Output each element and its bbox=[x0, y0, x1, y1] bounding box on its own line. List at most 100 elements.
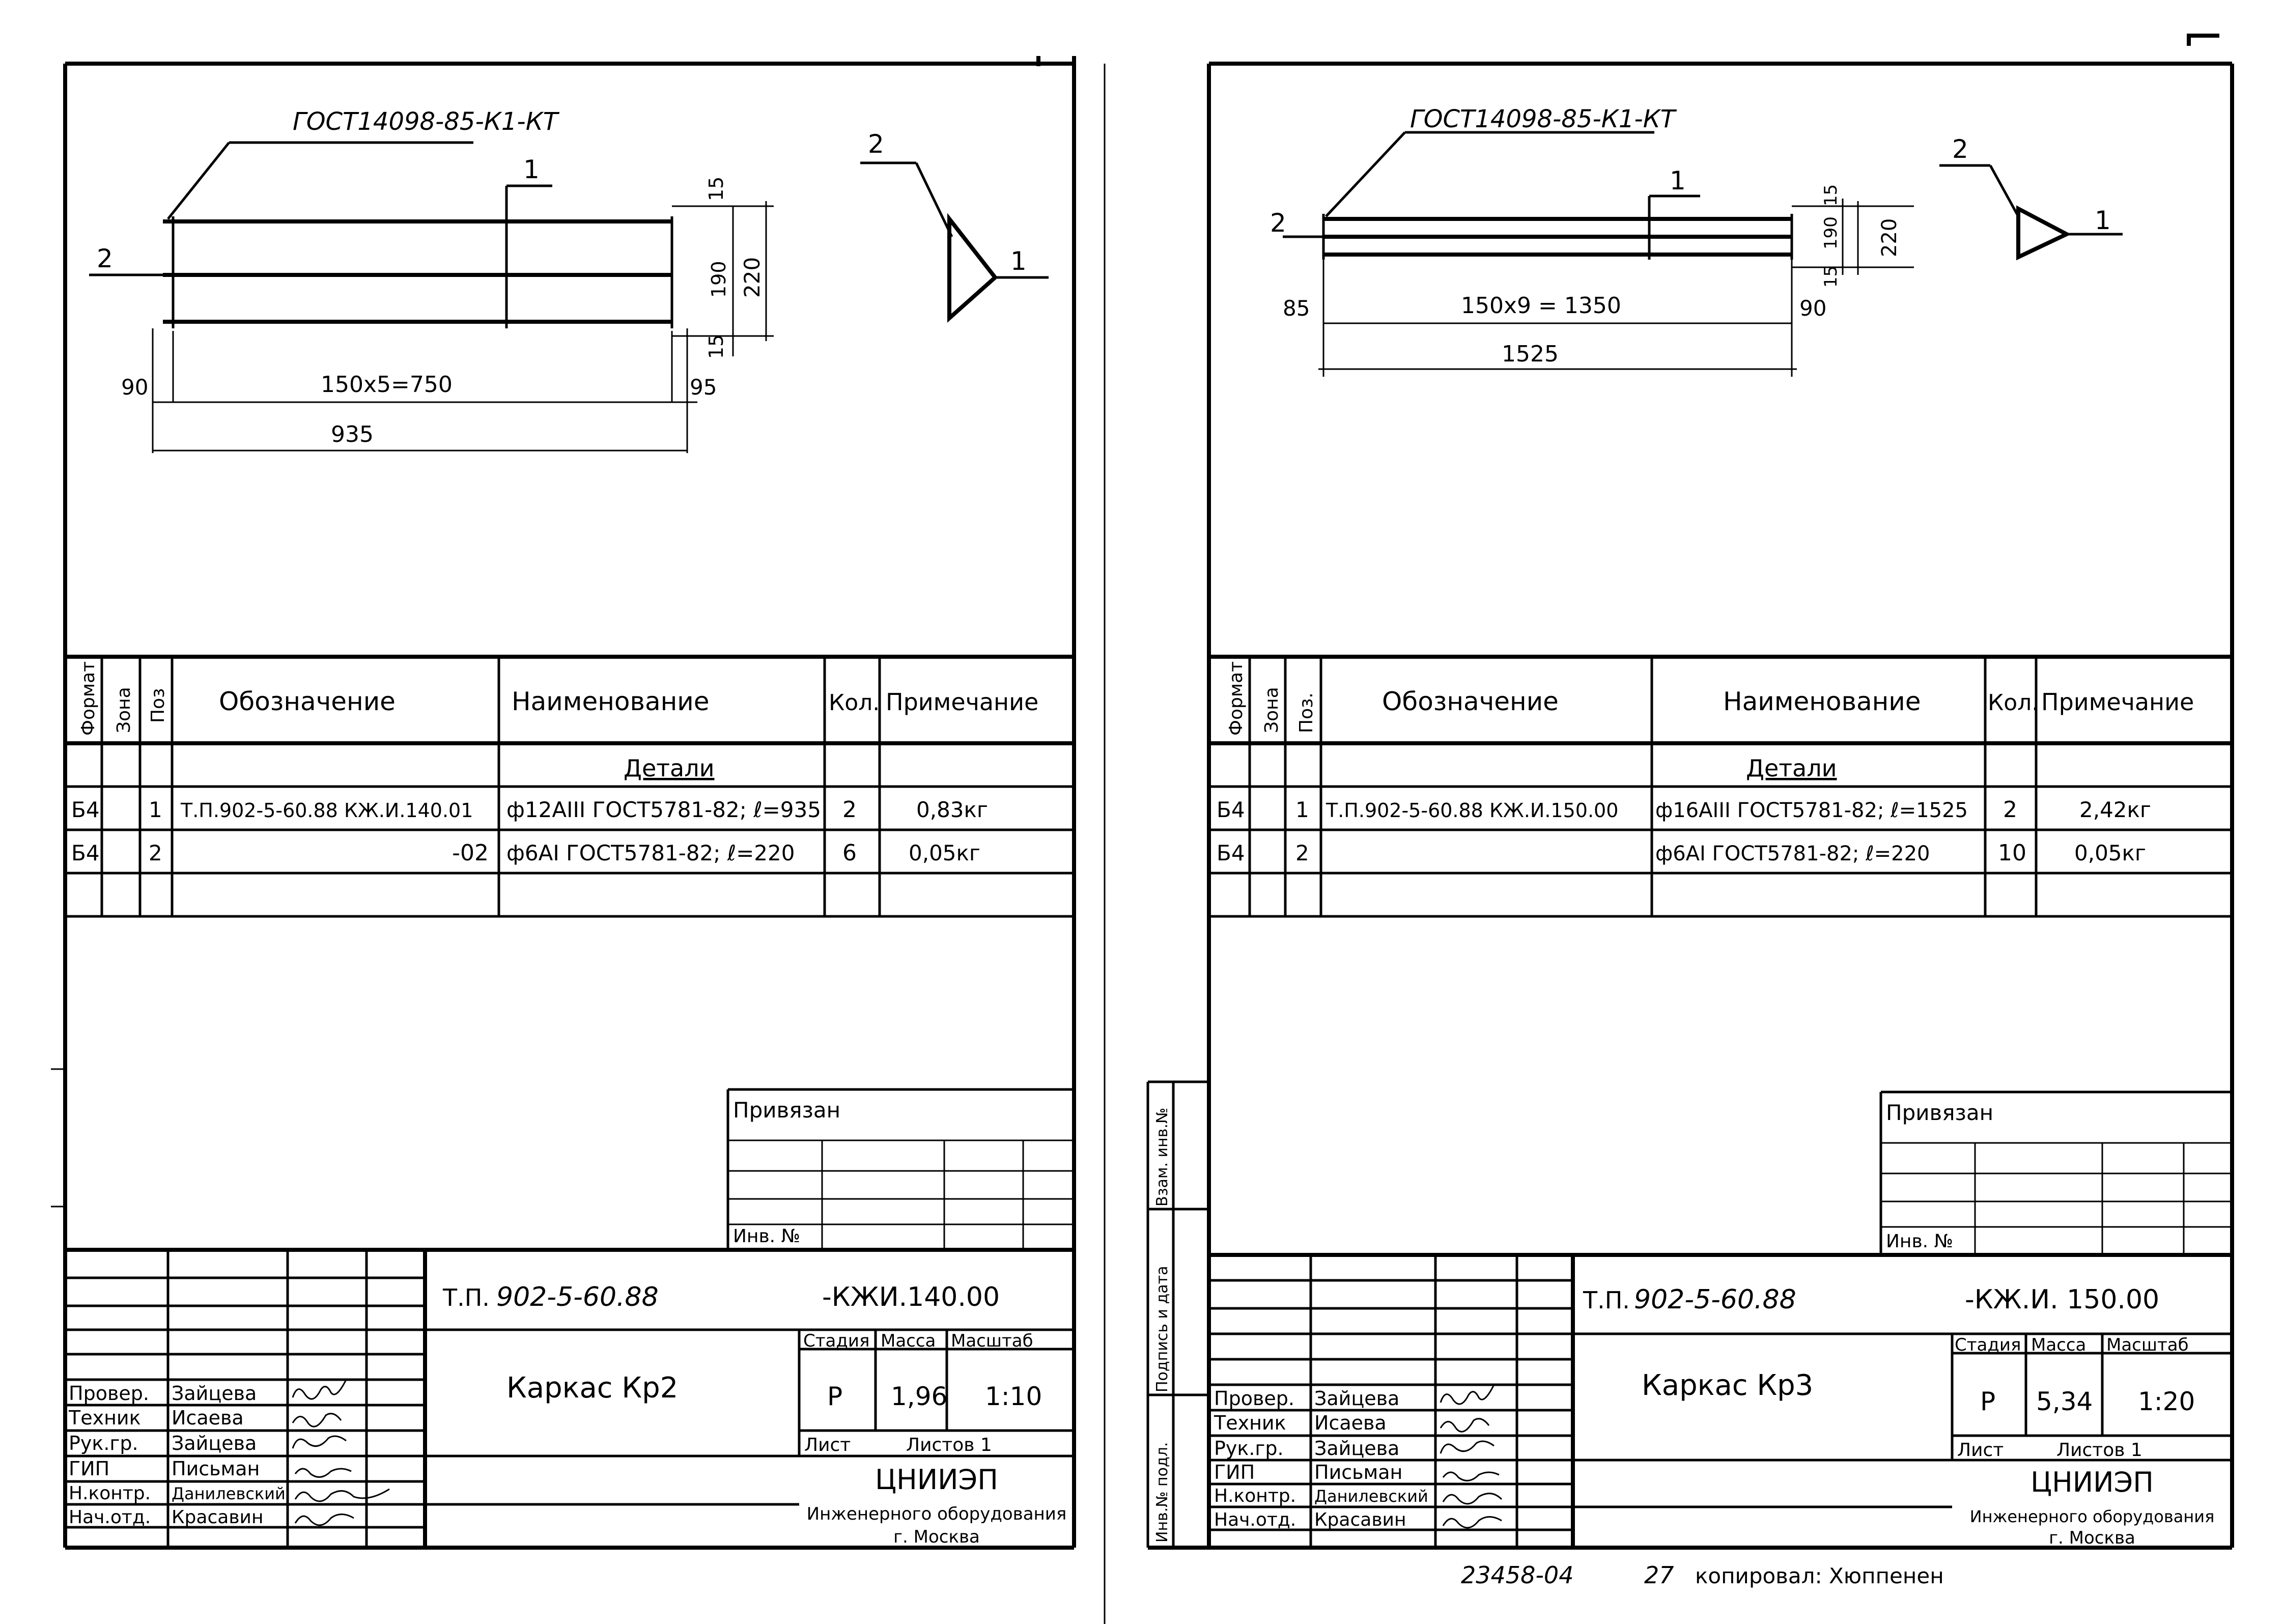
left-sheet: ГОСТ14098-85-К1-КТ 1 2 15 190 220 15 90 … bbox=[63, 56, 1076, 1550]
sheet-label: Лист bbox=[1957, 1440, 2004, 1461]
name-checker: Зайцева bbox=[172, 1382, 257, 1405]
row1-qty: 2 bbox=[842, 797, 857, 823]
signature-technician bbox=[292, 1413, 342, 1427]
role-chief-engineer: ГИП bbox=[1214, 1461, 1255, 1483]
organization-subtitle: Инженерного оборудования bbox=[807, 1504, 1067, 1524]
signature-checker bbox=[292, 1379, 347, 1400]
header-name: Наименование bbox=[1723, 687, 1921, 716]
header-note: Примечание bbox=[2041, 688, 2194, 716]
project-number: 902-5-60.88 bbox=[496, 1282, 659, 1312]
header-pos: Поз bbox=[148, 688, 168, 723]
mass-value: 5,34 bbox=[2036, 1387, 2093, 1416]
stage-header: Стадия bbox=[803, 1331, 869, 1351]
dim-left: 85 bbox=[1283, 296, 1310, 321]
gost-label: ГОСТ14098-85-К1-КТ bbox=[1410, 105, 1677, 133]
section-title: Детали bbox=[1746, 754, 1837, 782]
header-format: Формат bbox=[1226, 661, 1247, 736]
header-pos: Поз. bbox=[1296, 692, 1317, 733]
header-designation: Обозначение bbox=[1382, 687, 1559, 716]
row2-pos: 2 bbox=[1295, 841, 1309, 865]
dim-220: 220 bbox=[1878, 218, 1901, 257]
position-2-label: 2 bbox=[1270, 208, 1286, 238]
sheets-count-label: Листов 1 bbox=[2056, 1440, 2142, 1461]
row1-format: Б4 bbox=[1217, 797, 1245, 822]
dim-chain: 150х5=750 bbox=[321, 372, 453, 398]
dim-190: 190 bbox=[708, 261, 730, 298]
header-qty: Кол. bbox=[1988, 690, 2039, 716]
scale-header: Масштаб bbox=[2106, 1335, 2189, 1355]
section-1-label: 1 bbox=[2095, 206, 2111, 235]
dim-15-top: 15 bbox=[1821, 184, 1841, 206]
signature-dept-head bbox=[1442, 1516, 1502, 1529]
sheet-label: Лист bbox=[804, 1435, 851, 1455]
section-1-label: 1 bbox=[1010, 246, 1027, 276]
dim-right: 95 bbox=[690, 375, 717, 400]
role-checker: Провер. bbox=[69, 1382, 149, 1405]
signature-checker bbox=[1440, 1384, 1495, 1405]
role-checker: Провер. bbox=[1214, 1387, 1294, 1410]
mass-header: Масса bbox=[881, 1331, 936, 1351]
stage-header: Стадия bbox=[1955, 1335, 2021, 1355]
title-block: Т.П. 902-5-60.88 -КЖ.И. 150.00 Каркас Кр… bbox=[1209, 1253, 2232, 1548]
title-block: Т.П. 902-5-60.88 -КЖИ.140.00 Каркас Кр2 … bbox=[65, 1248, 1074, 1548]
signature-chief-engineer bbox=[1442, 1471, 1500, 1481]
spec-table: Формат Зона Поз Обозначение Наименование… bbox=[65, 655, 1074, 918]
dim-left: 90 bbox=[121, 375, 148, 400]
position-1-label: 1 bbox=[523, 155, 540, 184]
role-dept-head: Нач.отд. bbox=[69, 1507, 151, 1528]
organization-name: ЦНИИЭП bbox=[875, 1464, 998, 1496]
binding-label: Привязан bbox=[733, 1098, 840, 1123]
role-chief-engineer: ГИП bbox=[69, 1458, 109, 1480]
header-qty: Кол. bbox=[829, 690, 880, 716]
footer-archive-number: 23458-04 bbox=[1461, 1561, 1573, 1589]
row2-name: ф6АI ГОСТ5781-82; ℓ=220 bbox=[506, 841, 795, 865]
row1-qty: 2 bbox=[2003, 797, 2017, 823]
row1-name: ф12АIII ГОСТ5781-82; ℓ=935 bbox=[506, 797, 821, 822]
footer-page-number: 27 bbox=[1644, 1561, 1674, 1589]
row2-note: 0,05кг bbox=[909, 841, 980, 865]
row2-qty: 10 bbox=[1998, 840, 2026, 866]
stamp-signature-date: Подпись и дата bbox=[1153, 1266, 1171, 1393]
drawing-name: Каркас Кр2 bbox=[506, 1371, 678, 1405]
cage-drawing-kr3: ГОСТ14098-85-К1-КТ 1 2 15 190 220 15 85 … bbox=[1270, 105, 2123, 377]
role-group-lead: Рук.гр. bbox=[69, 1432, 138, 1454]
stage-value: Р bbox=[827, 1382, 842, 1411]
dim-chain: 150х9 = 1350 bbox=[1461, 293, 1621, 319]
signature-chief-engineer bbox=[294, 1468, 352, 1478]
header-zone: Зона bbox=[1261, 687, 1282, 733]
row2-qty: 6 bbox=[842, 840, 857, 866]
name-chief-engineer: Письман bbox=[172, 1458, 260, 1480]
scale-value: 1:20 bbox=[2138, 1387, 2195, 1416]
drawing-name: Каркас Кр3 bbox=[1642, 1369, 1813, 1402]
row2-name: ф6АI ГОСТ5781-82; ℓ=220 bbox=[1655, 842, 1930, 865]
signature-norm-control bbox=[1442, 1493, 1503, 1505]
header-name: Наименование bbox=[512, 687, 710, 716]
mass-header: Масса bbox=[2031, 1335, 2086, 1355]
section-title: Детали bbox=[624, 754, 715, 782]
row2-note: 0,05кг bbox=[2074, 841, 2146, 865]
section-2-label: 2 bbox=[1952, 134, 1968, 164]
right-sheet: ГОСТ14098-85-К1-КТ 1 2 15 190 220 15 85 … bbox=[1146, 34, 2234, 1550]
row2-designation: -02 bbox=[452, 840, 489, 866]
role-group-lead: Рук.гр. bbox=[1214, 1437, 1284, 1460]
stamp-inv-original: Инв.№ подл. bbox=[1153, 1442, 1171, 1543]
name-chief-engineer: Письман bbox=[1314, 1461, 1402, 1483]
header-designation: Обозначение bbox=[219, 687, 396, 716]
role-technician: Техник bbox=[68, 1407, 141, 1429]
signature-group-lead bbox=[1440, 1440, 1495, 1454]
name-group-lead: Зайцева bbox=[172, 1432, 257, 1454]
binding-block: Привязан Инв. № bbox=[726, 1088, 1074, 1250]
tp-prefix: Т.П. bbox=[442, 1284, 490, 1311]
name-dept-head: Красавин bbox=[172, 1507, 263, 1528]
organization-city: г. Москва bbox=[2049, 1528, 2135, 1548]
name-group-lead: Зайцева bbox=[1314, 1437, 1399, 1460]
sheets-count-label: Листов 1 bbox=[906, 1435, 992, 1455]
name-dept-head: Красавин bbox=[1314, 1509, 1406, 1530]
drawing-code: -КЖИ.140.00 bbox=[822, 1282, 1000, 1312]
project-number: 902-5-60.88 bbox=[1634, 1284, 1796, 1315]
name-norm-control: Данилевский bbox=[1314, 1487, 1428, 1506]
scale-value: 1:10 bbox=[985, 1382, 1042, 1411]
binding-label: Привязан bbox=[1886, 1100, 1993, 1125]
footer: 23458-04 27 копировал: Хюппенен bbox=[1461, 1561, 1944, 1589]
